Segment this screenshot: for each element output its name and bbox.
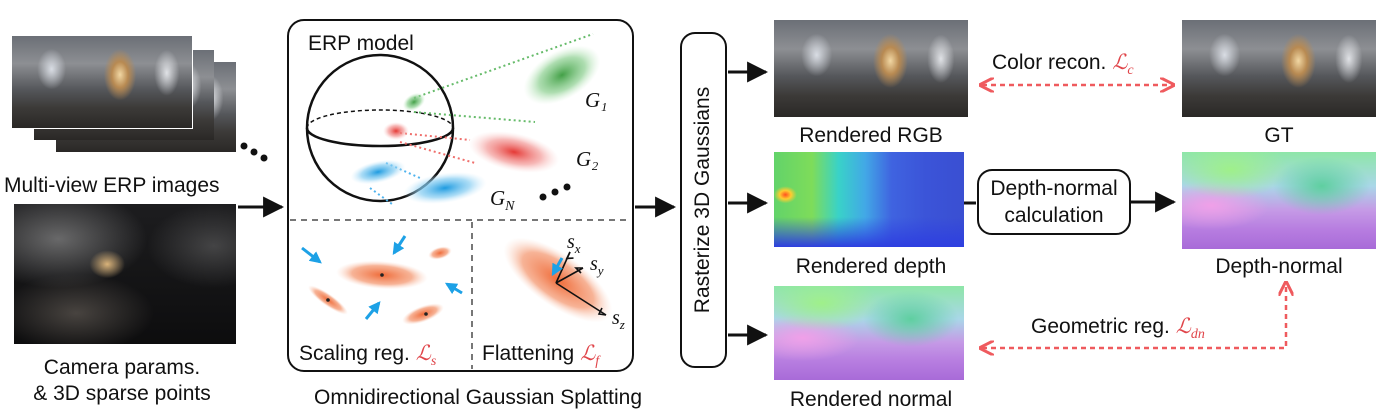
gaussian-g1 [523,45,601,105]
gaussian-g1-projected [402,92,426,112]
rendered-normal-image [774,286,964,380]
images-ellipsis [240,142,268,162]
multiview-label: Multi-view ERP images [4,174,220,197]
gt-image [1182,20,1376,117]
gn-label: GN [490,186,515,215]
sparse-points-image [14,204,236,344]
ogs-box [287,19,634,372]
scaling-reg-label: Scaling reg. ℒs [299,341,437,370]
sparse-points-label: & 3D sparse points [33,382,211,405]
sy-label: sy [590,253,604,278]
gaussian-gn [403,172,487,204]
g2-label: G₂ [576,147,599,171]
color-recon-label: Color recon. ℒc [992,50,1134,79]
gaussian-g2-projected [383,122,409,140]
flattening-illustration [503,237,613,323]
loss-s: ℒs [415,341,437,370]
depth-normal-label: Depth-normal [1215,255,1343,278]
erp-sphere [305,53,455,203]
rendered-rgb-label: Rendered RGB [799,124,943,147]
dn-calc-label-line2: calculation [1004,204,1104,227]
rasterize-box [680,32,727,368]
gt-label: GT [1264,124,1294,147]
rendered-depth-image [774,152,964,247]
dn-calc-label-line1: Depth-normal [990,177,1118,200]
geometric-reg-label: Geometric reg. ℒdn [1031,314,1205,343]
erp-model-label: ERP model [308,32,414,55]
depth-normal-image [1182,152,1376,249]
sz-label: sz [612,307,625,332]
ogs-caption: Omnidirectional Gaussian Splatting [313,386,643,409]
camera-params-label: Camera params. [43,356,201,379]
rendered-normal-label: Rendered normal [789,388,953,411]
flattening-label: Flattening ℒf [482,341,600,370]
gaussian-g2 [468,131,560,173]
loss-c: ℒc [1112,50,1134,79]
rasterize-label: Rasterize 3D Gaussians [691,86,714,314]
geometric-reg-arrow [982,284,1286,348]
g1-label: G₁ [585,88,608,112]
scaling-reg-illustration [301,235,463,325]
sx-label: sx [567,231,581,256]
gaussians-ellipsis [539,183,571,201]
erp-image-front [11,35,193,129]
rendered-rgb-image [774,20,968,117]
loss-f: ℒf [580,341,600,370]
gaussian-gn-projected [350,159,406,185]
rendered-depth-label: Rendered depth [795,255,947,278]
loss-dn: ℒdn [1175,314,1205,343]
